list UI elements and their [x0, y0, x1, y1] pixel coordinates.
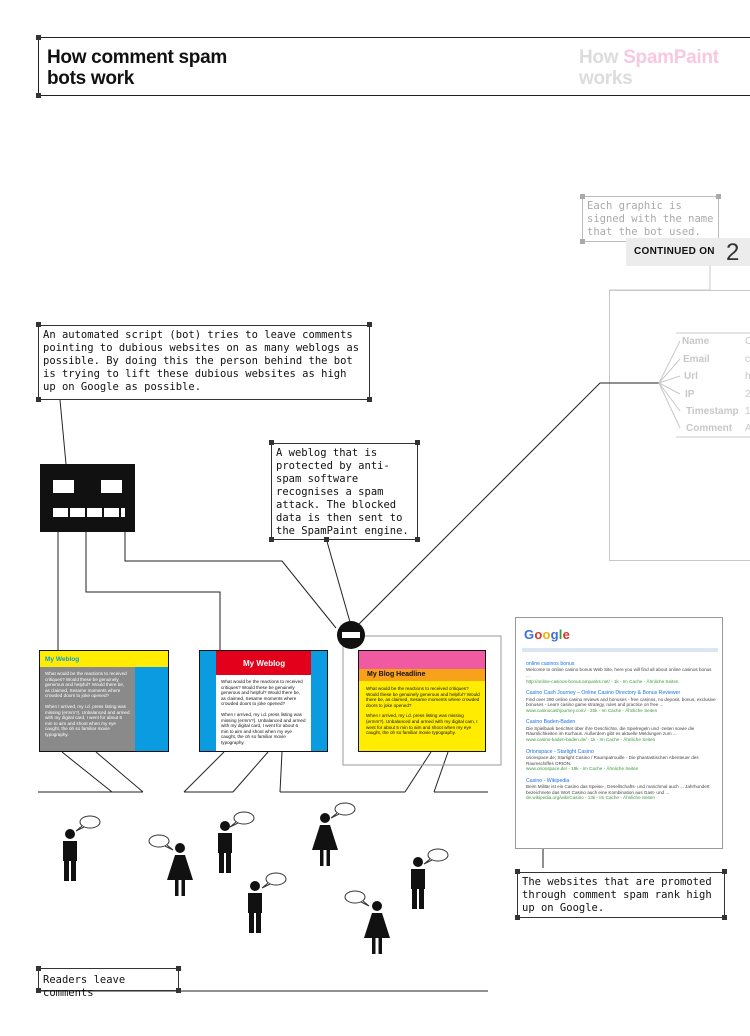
- google-logo: Google: [524, 627, 571, 642]
- form-field-value: 2: [745, 389, 750, 400]
- form-field-label: Email: [683, 354, 710, 365]
- weblog-thumbnail: My Weblog What would be the reactions to…: [199, 650, 328, 752]
- corner-marker: [269, 537, 274, 542]
- form-field-value: C: [745, 336, 750, 347]
- form-field-value: 1: [745, 406, 750, 417]
- continued-link[interactable]: CONTINUED ON 2: [626, 238, 750, 266]
- corner-marker: [36, 966, 41, 971]
- reader-person: [312, 813, 338, 866]
- continued-label: CONTINUED ON: [634, 246, 715, 257]
- corner-marker: [176, 966, 181, 971]
- form-field-label: IP: [685, 389, 695, 400]
- corner-marker: [269, 440, 274, 445]
- blog-paragraph: When I arrived, my i.d. press listing wa…: [366, 713, 478, 736]
- form-field-value: A: [745, 423, 750, 434]
- corner-marker: [415, 537, 420, 542]
- page-title: How comment spam bots work: [47, 47, 227, 89]
- speech-bubble: [229, 811, 255, 828]
- corner-marker: [176, 988, 181, 993]
- corner-marker: [515, 869, 520, 874]
- form-field-label: Name: [682, 336, 710, 347]
- search-result[interactable]: Casino Cash Journey – Online Casino Dire…: [526, 690, 716, 713]
- protected-weblog-note: A weblog that is protected by anti-spam …: [271, 443, 418, 540]
- search-result[interactable]: Casino - Wikipedia Beim Militär ist ein …: [526, 777, 710, 801]
- next-page-title: How SpamPaint works: [579, 47, 719, 89]
- google-results-panel: Google online casinos bonus Welcome to o…: [515, 617, 723, 849]
- reader-person: [218, 821, 232, 873]
- header-rule-left: [38, 37, 39, 96]
- blog-paragraph: What would be the reactions to received …: [366, 686, 480, 708]
- form-field-value: c: [745, 354, 750, 365]
- reader-person: [411, 857, 425, 909]
- corner-marker: [36, 397, 41, 402]
- speech-bubble: [330, 802, 356, 819]
- continued-page-number: 2: [726, 239, 740, 266]
- corner-marker: [367, 322, 372, 327]
- corner-marker: [36, 322, 41, 327]
- header-rule-top: [38, 37, 750, 38]
- blog-paragraph: When I arrived, my i.d. press listing wa…: [221, 711, 306, 745]
- weblog-thumbnail: My Blog Headline What would be the react…: [358, 650, 486, 752]
- speech-bubble: [423, 848, 449, 865]
- corner-marker: [36, 35, 41, 40]
- blog-title: My Blog Headline: [367, 671, 426, 678]
- stop-icon: [337, 621, 365, 649]
- websites-note: The websites that are promoted through c…: [517, 872, 725, 918]
- bot-note: An automated script (bot) tries to leave…: [38, 325, 370, 400]
- search-result[interactable]: Casino Baden-Baden Die Spielbank bericht…: [526, 719, 695, 742]
- reader-person: [167, 843, 193, 896]
- reader-person: [364, 901, 390, 954]
- blog-paragraph: When I arrived, my i.d. press listing wa…: [45, 703, 130, 737]
- speech-bubble: [344, 890, 370, 907]
- corner-marker: [722, 915, 727, 920]
- weblog-thumbnail: My Weblog What would be the reactions to…: [39, 650, 169, 752]
- corner-marker: [722, 869, 727, 874]
- speech-bubble: [261, 872, 287, 889]
- speech-bubble: [148, 834, 174, 851]
- form-field-value: h: [745, 371, 750, 382]
- corner-marker: [324, 537, 329, 542]
- blog-title: My Weblog: [243, 659, 286, 668]
- reader-person: [63, 829, 77, 881]
- blog-paragraph: What would be the reactions to received …: [45, 671, 127, 699]
- corner-marker: [36, 93, 41, 98]
- corner-marker: [716, 194, 721, 199]
- bot-icon: [40, 464, 135, 532]
- speech-bubble: [75, 815, 101, 832]
- corner-marker: [515, 915, 520, 920]
- form-field-label: Url: [684, 371, 698, 382]
- form-field-label: Comment: [686, 423, 733, 434]
- search-result[interactable]: online casinos bonus Welcome to online c…: [526, 661, 712, 684]
- reader-person: [248, 881, 262, 933]
- search-result[interactable]: Orionspace - Starlight Casino orionspace…: [526, 748, 699, 772]
- blog-paragraph: What would be the reactions to received …: [221, 679, 303, 707]
- form-field-label: Timestamp: [686, 406, 739, 417]
- corner-marker: [415, 440, 420, 445]
- corner-marker: [367, 397, 372, 402]
- header-rule-bottom: [38, 95, 750, 96]
- corner-marker: [580, 194, 585, 199]
- readers-note: Readers leave comments: [38, 968, 179, 999]
- corner-marker: [36, 988, 41, 993]
- corner-marker: [580, 239, 585, 244]
- blog-title: My Weblog: [45, 656, 80, 663]
